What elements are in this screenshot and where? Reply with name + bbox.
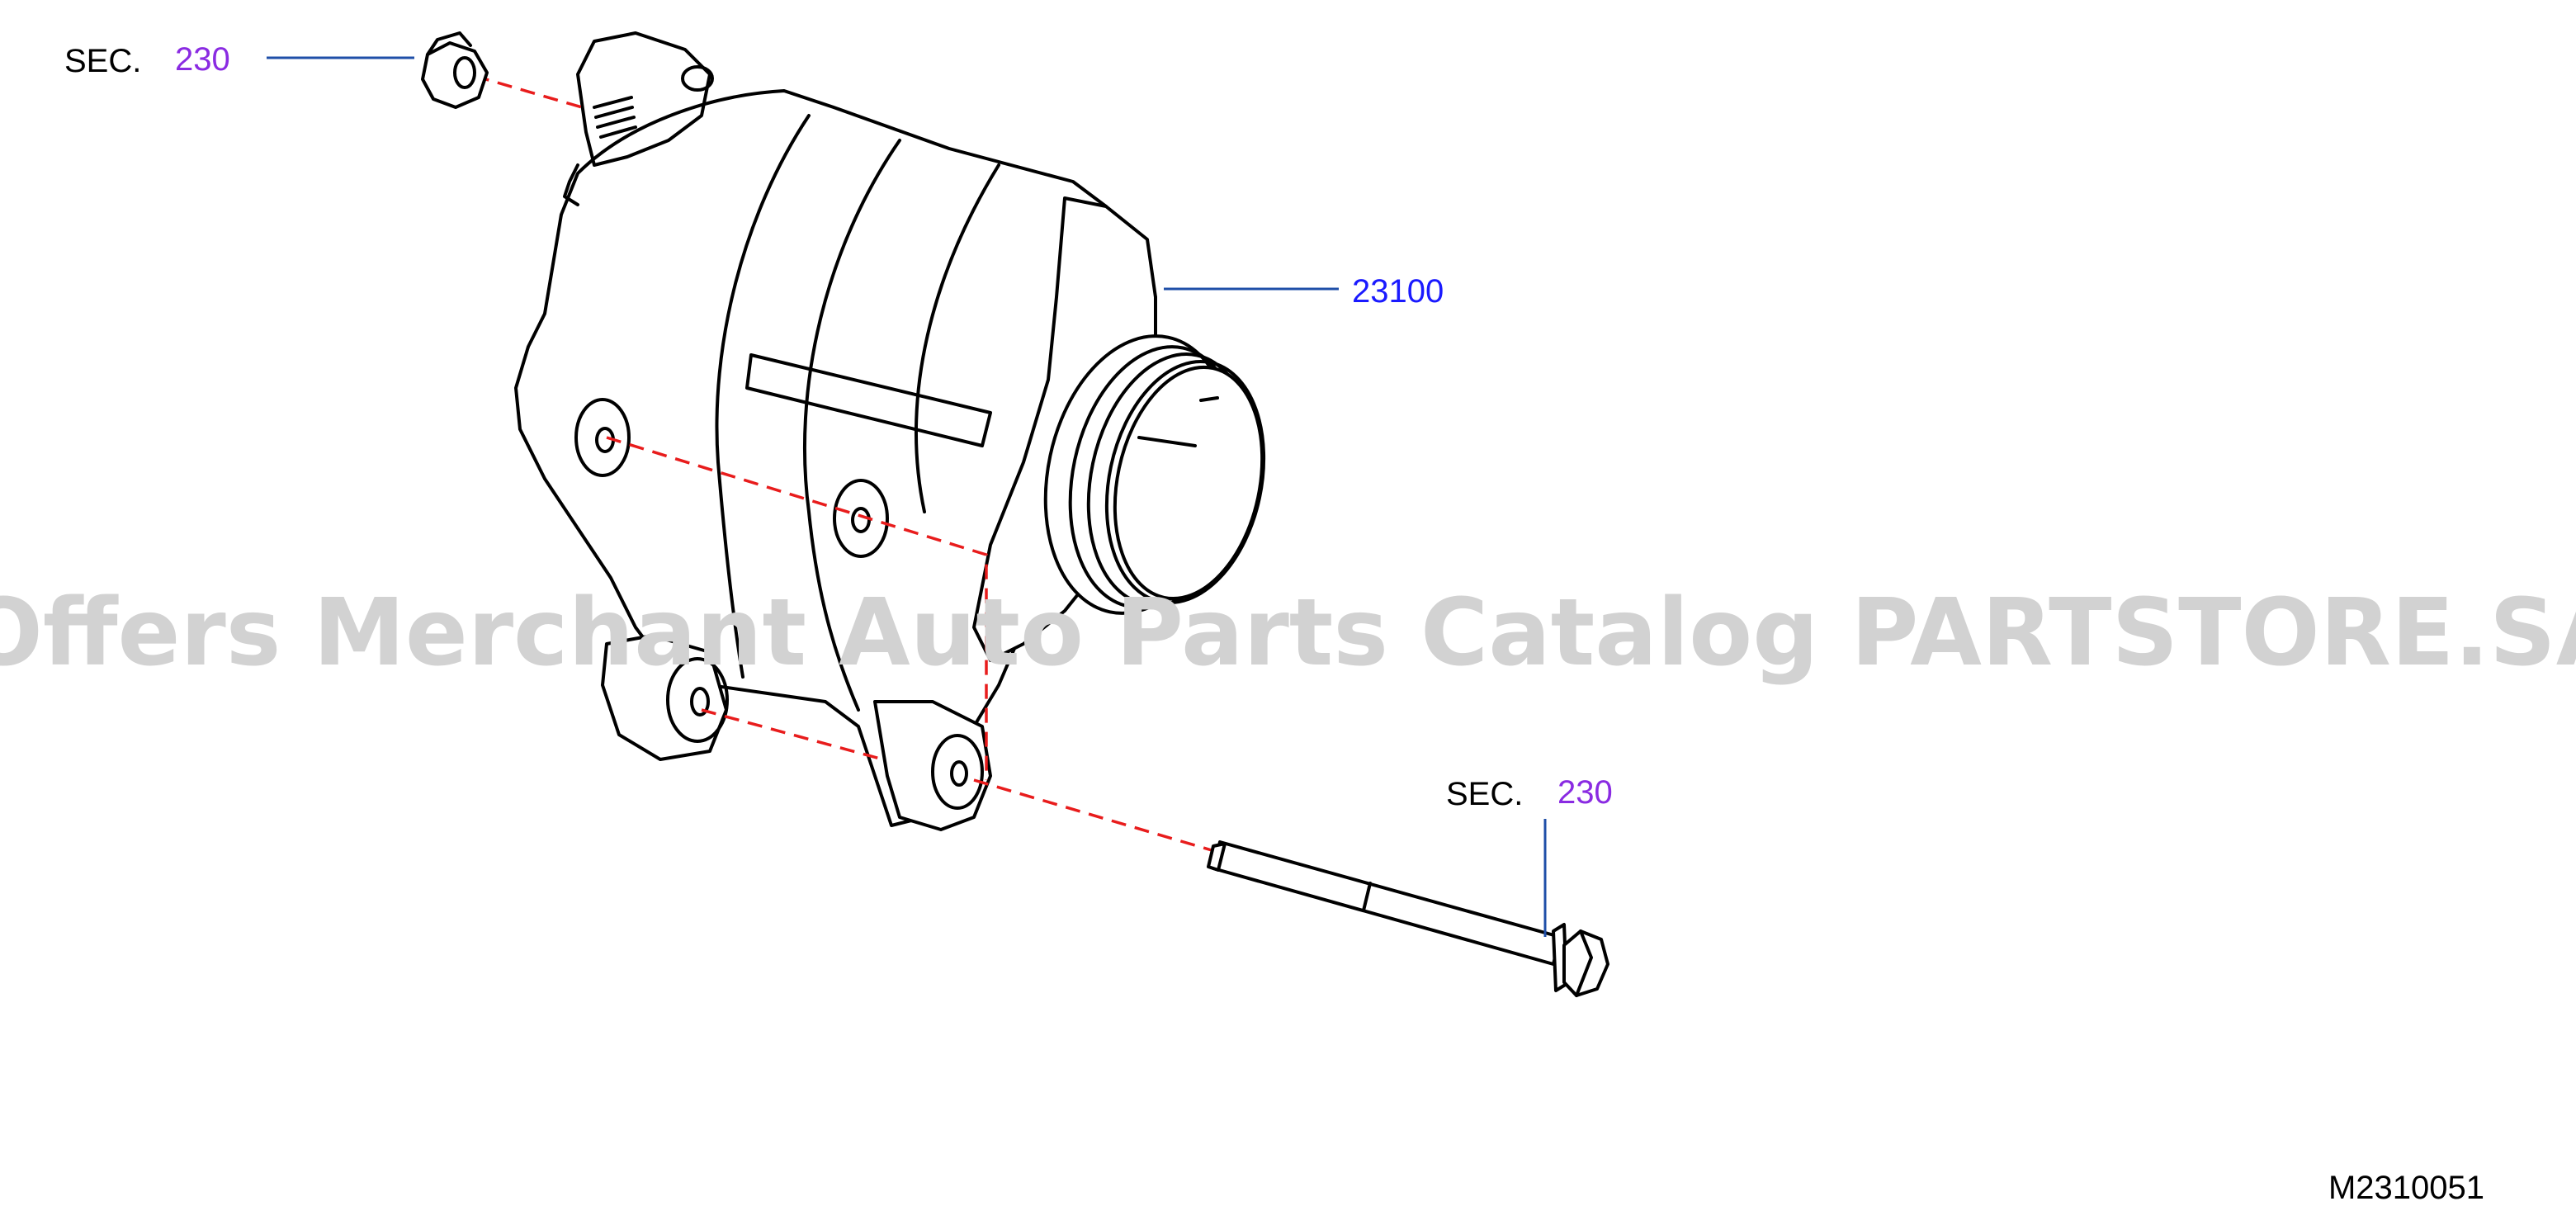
diagram-id: M2310051 bbox=[2328, 1170, 2484, 1206]
bolt-shank bbox=[1212, 840, 1562, 966]
pulley-key bbox=[1137, 396, 1219, 447]
lower-left-hole bbox=[690, 687, 710, 717]
housing-seam-2 bbox=[802, 139, 901, 712]
left-ear bbox=[563, 163, 579, 206]
nut-sec-ref[interactable]: 230 bbox=[175, 41, 230, 78]
mounting-axis-lines bbox=[474, 74, 1212, 852]
mid-mount-boss bbox=[833, 479, 889, 558]
lower-left-boss bbox=[666, 657, 729, 743]
pulley-face bbox=[1113, 365, 1264, 601]
bolt-tip bbox=[1207, 842, 1227, 872]
flange-bolt-icon[interactable] bbox=[1207, 840, 1609, 997]
bolt-head bbox=[1562, 929, 1609, 997]
bolt-sec-ref[interactable]: 230 bbox=[1557, 774, 1613, 811]
housing-seam-3 bbox=[915, 163, 1000, 513]
left-mount-boss bbox=[574, 398, 631, 477]
watermark: Offers Merchant Auto Parts Catalog PARTS… bbox=[0, 579, 2576, 687]
nut-bore bbox=[453, 56, 476, 89]
nut-hex-edge bbox=[426, 31, 472, 56]
tie-rod bbox=[745, 353, 992, 447]
lower-left-bracket bbox=[601, 634, 728, 761]
nut-sec-prefix: SEC. bbox=[64, 43, 141, 79]
rear-stud bbox=[593, 96, 637, 139]
upper-mount-hole bbox=[681, 65, 714, 92]
bolt-shank-step bbox=[1362, 882, 1372, 912]
upper-bolt-axis-line bbox=[606, 436, 988, 780]
bolt-head-edge bbox=[1575, 929, 1593, 997]
housing-seam-1 bbox=[715, 114, 811, 679]
lower-bolt-axis-line bbox=[701, 708, 884, 761]
alternator-part-number[interactable]: 23100 bbox=[1352, 273, 1444, 310]
bolt-sec-prefix: SEC. bbox=[1446, 776, 1523, 812]
lower-right-boss bbox=[931, 734, 984, 810]
nut-axis-line bbox=[474, 74, 588, 111]
bolt-axis-line bbox=[973, 778, 1212, 852]
mid-mount-hole bbox=[851, 507, 871, 533]
upper-mount-bracket bbox=[576, 31, 711, 167]
flange-nut-icon[interactable] bbox=[421, 31, 489, 109]
alternator-icon[interactable] bbox=[514, 31, 1285, 831]
lower-right-hole bbox=[950, 760, 968, 787]
